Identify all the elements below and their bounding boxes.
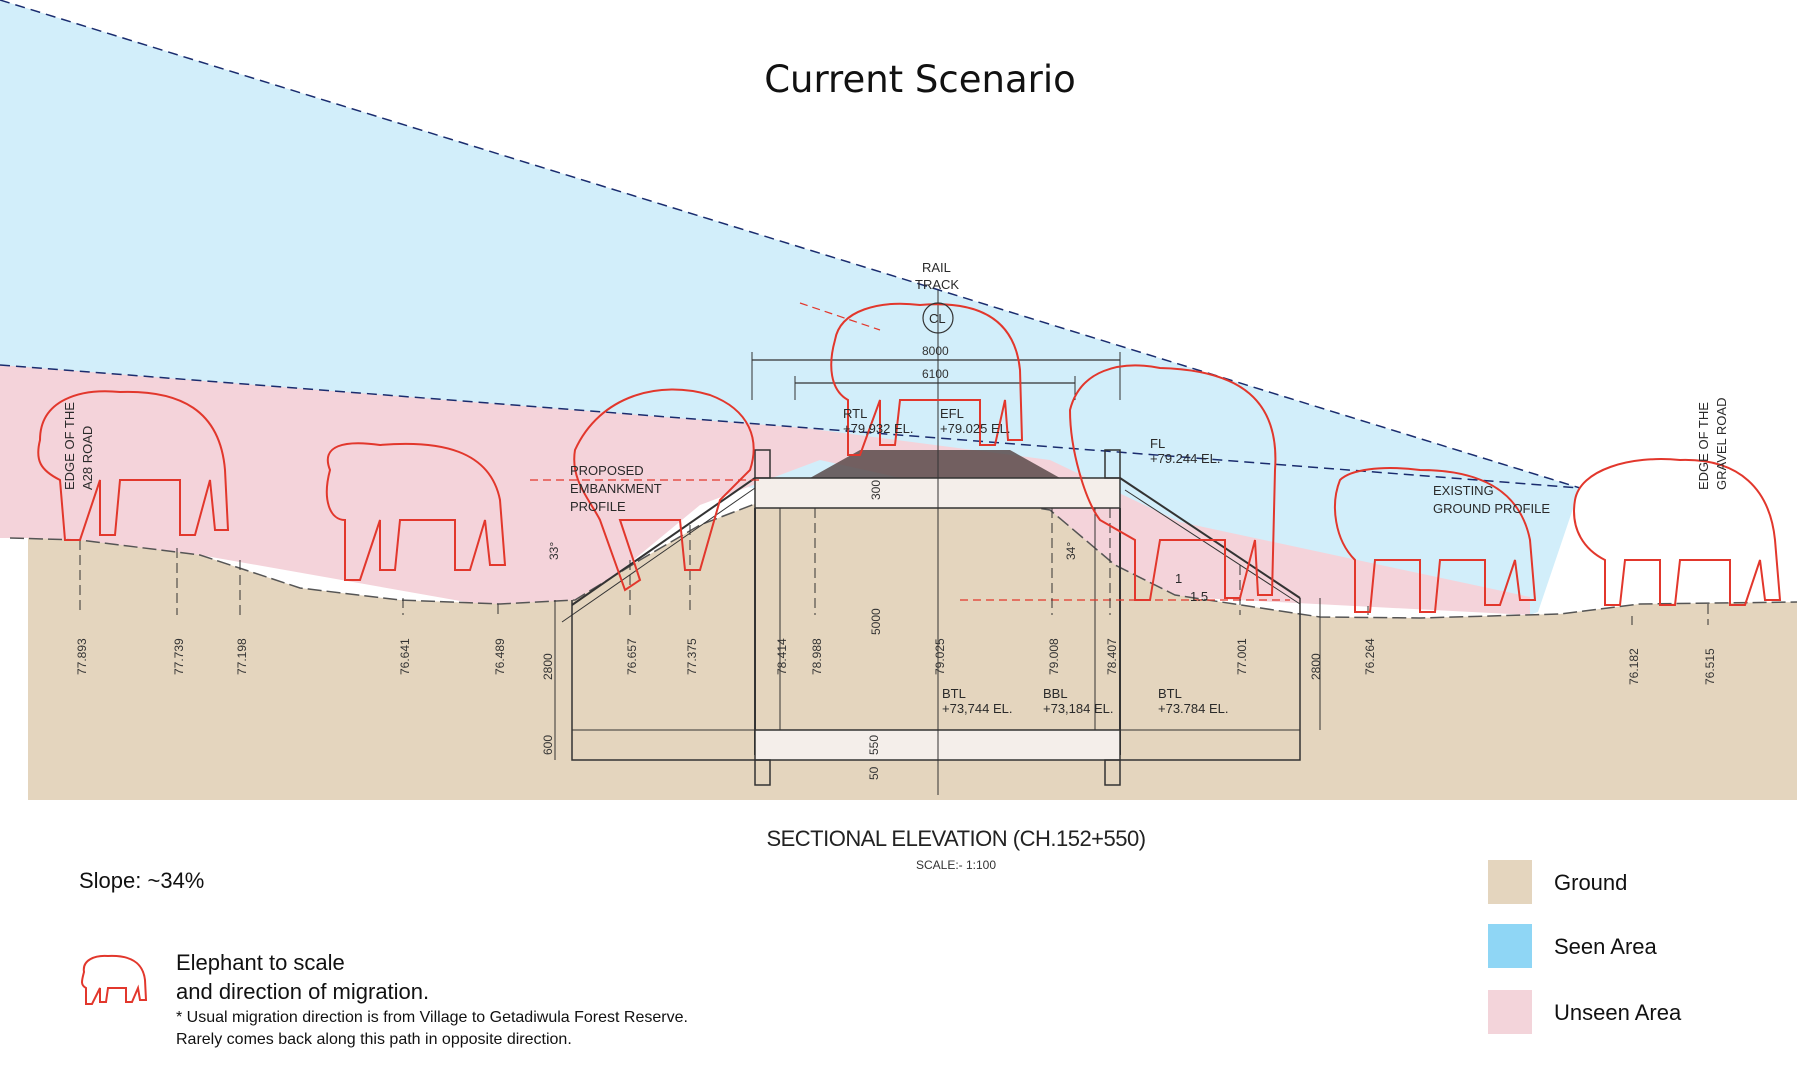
btl-left-label-1: BTL	[942, 686, 966, 701]
proposed-label-1: PROPOSED	[570, 463, 644, 478]
right-road-label-2: GRAVEL ROAD	[1714, 398, 1729, 490]
btl-left-label-2: +73,744 EL.	[942, 701, 1012, 716]
legend-swatch-ground	[1488, 860, 1532, 904]
dim-2800-left: 2800	[541, 653, 555, 680]
ground-region	[28, 502, 1797, 800]
ballast	[810, 450, 1060, 478]
efl-label-1: EFL	[940, 406, 964, 421]
level-label: 76.515	[1703, 648, 1717, 685]
level-label: 76.657	[625, 638, 639, 675]
dim-600: 600	[541, 735, 555, 755]
footnote: * Usual migration direction is from Vill…	[176, 1007, 688, 1051]
sightline-lower	[0, 364, 1581, 489]
dim-300: 300	[869, 480, 883, 500]
btl-right-label-2: +73.784 EL.	[1158, 701, 1228, 716]
centerline-symbol	[922, 302, 954, 334]
proposed-label-3: PROFILE	[570, 499, 626, 514]
unseen-area-region	[0, 365, 1530, 615]
fl-label-1: FL	[1150, 436, 1165, 451]
footnote-line2: Rarely comes back along this path in opp…	[176, 1031, 572, 1048]
level-label: 78.407	[1105, 638, 1119, 675]
proposed-label-2: EMBANKMENT	[570, 481, 662, 496]
elephant-3	[573, 388, 755, 592]
slope-15-label: 1.5	[1190, 589, 1208, 604]
legend-swatch-unseen	[1488, 990, 1532, 1034]
level-label: 77.198	[235, 638, 249, 675]
level-labels: 77.893 77.739 77.198 76.641 76.489 76.65…	[75, 638, 1717, 685]
dim-8000: 8000	[922, 344, 949, 358]
level-label: 77.893	[75, 638, 89, 675]
fl-label-2: +79.244 EL.	[1150, 451, 1220, 466]
seen-area-region	[0, 0, 1580, 615]
dim-50: 50	[867, 766, 881, 780]
slope-1-label: 1	[1175, 571, 1182, 586]
rtl-label-2: +79,932 EL.	[843, 421, 913, 436]
legend-label-ground: Ground	[1554, 870, 1628, 895]
elephant-note-line2: and direction of migration.	[176, 979, 430, 1004]
elephant-note-line1: Elephant to scale	[176, 950, 345, 975]
drawing-labels: RAIL TRACK CL 8000 6100 RTL +79,932 EL. …	[62, 260, 1729, 780]
section-title: SECTIONAL ELEVATION (CH.152+550)	[766, 826, 1146, 851]
level-label: 76.264	[1363, 638, 1377, 675]
level-label: 78.988	[810, 638, 824, 675]
elephant-6	[1334, 467, 1537, 613]
dim-5000: 5000	[869, 608, 883, 635]
left-road-label-2: A28 ROAD	[80, 426, 95, 490]
level-label: 77.001	[1235, 638, 1249, 675]
level-label: 76.489	[493, 638, 507, 675]
existing-label-1: EXISTING	[1433, 483, 1494, 498]
level-label: 77.375	[685, 638, 699, 675]
bbl-label-2: +73,184 EL.	[1043, 701, 1113, 716]
page-title: Current Scenario	[764, 58, 1076, 101]
elephant-note: Elephant to scale and direction of migra…	[176, 948, 429, 1006]
elephant-5	[1068, 364, 1277, 601]
legend-label-unseen: Unseen Area	[1554, 1000, 1682, 1025]
level-label: 76.641	[398, 638, 412, 675]
left-road-label-1: EDGE OF THE	[62, 402, 77, 490]
level-label: 78.414	[775, 638, 789, 675]
bbl-label-1: BBL	[1043, 686, 1068, 701]
elephant-7	[1573, 458, 1782, 606]
existing-label-2: GROUND PROFILE	[1433, 501, 1550, 516]
angle-left-label: 33°	[547, 542, 561, 560]
level-label: 77.739	[172, 638, 186, 675]
centerline-label: CL	[929, 311, 946, 326]
dim-550: 550	[867, 735, 881, 755]
dim-2800-right: 2800	[1309, 653, 1323, 680]
angle-right-label: 34°	[1064, 542, 1078, 560]
sightline-upper	[0, 0, 1581, 489]
right-road-label-1: EDGE OF THE	[1696, 402, 1711, 490]
elephant-outlines	[37, 302, 1782, 613]
dim-6100: 6100	[922, 367, 949, 381]
footnote-line1: * Usual migration direction is from Vill…	[176, 1009, 688, 1026]
legend-label-seen: Seen Area	[1554, 934, 1657, 959]
level-label: 76.182	[1627, 648, 1641, 685]
elephant-1	[37, 390, 230, 541]
btl-right-label-1: BTL	[1158, 686, 1182, 701]
legend-swatch-seen	[1488, 924, 1532, 968]
rail-track-label-2: TRACK	[915, 277, 959, 292]
level-label: 79.025	[933, 638, 947, 675]
efl-label-2: +79.025 EL.	[940, 421, 1010, 436]
rail-track-label-1: RAIL	[922, 260, 951, 275]
rtl-label-1: RTL	[843, 406, 867, 421]
elephant-2	[325, 442, 507, 581]
slope-text: Slope: ~34%	[79, 868, 205, 893]
level-label: 79.008	[1047, 638, 1061, 675]
elephant-legend-icon	[81, 954, 148, 1005]
elephant-4	[830, 302, 1024, 456]
section-scale: SCALE:- 1:100	[915, 858, 997, 872]
